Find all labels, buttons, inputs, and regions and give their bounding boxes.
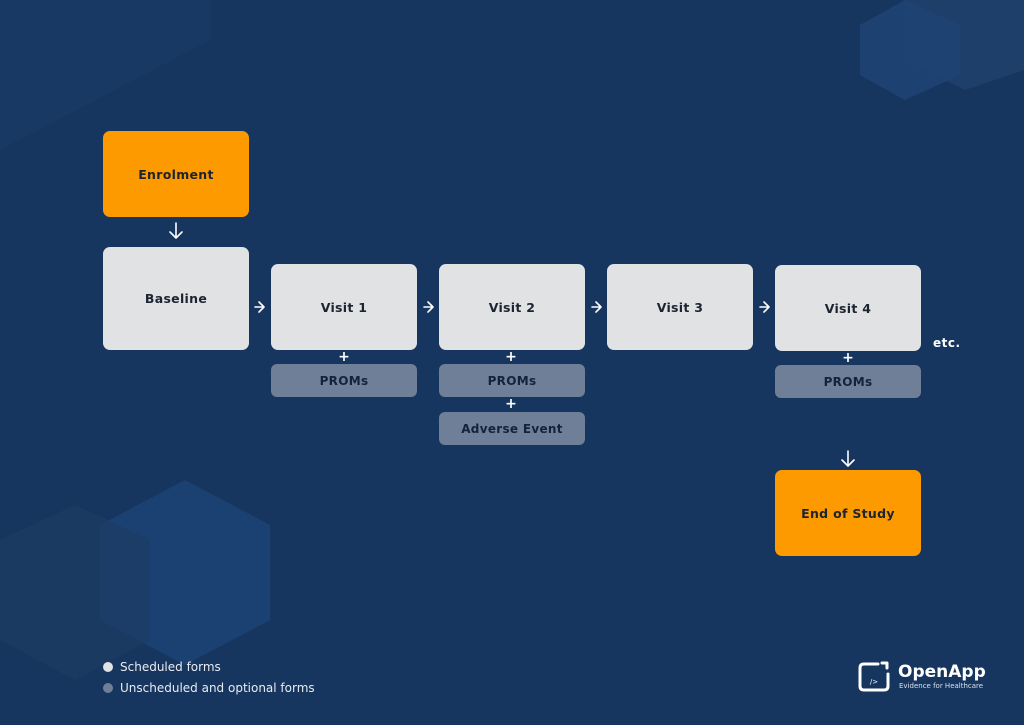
proms-label: PROMs xyxy=(487,373,537,388)
legend-label: Scheduled forms xyxy=(120,659,221,674)
plus-icon: + xyxy=(505,396,517,412)
visit-4-node: Visit 4 xyxy=(775,265,921,351)
plus-icon: + xyxy=(338,349,350,365)
arrow-right-icon xyxy=(759,301,770,313)
legend-item-scheduled: Scheduled forms xyxy=(103,656,315,677)
end-of-study-label: End of Study xyxy=(801,505,895,521)
proms-label: PROMs xyxy=(319,373,369,388)
arrow-down-icon xyxy=(169,222,183,239)
legend-item-optional: Unscheduled and optional forms xyxy=(103,677,315,698)
baseline-node: Baseline xyxy=(103,247,249,350)
adverse-event-label: Adverse Event xyxy=(461,421,563,436)
brand-name: OpenApp xyxy=(898,662,986,682)
visit-4-label: Visit 4 xyxy=(824,300,872,316)
enrolment-label: Enrolment xyxy=(138,166,214,182)
visit-2-proms: PROMs xyxy=(439,364,585,397)
visit-4-proms: PROMs xyxy=(775,365,921,398)
arrow-right-icon xyxy=(254,301,265,313)
visit-2-adverse-event: Adverse Event xyxy=(439,412,585,445)
etc-label: etc. xyxy=(933,336,961,350)
visit-1-proms: PROMs xyxy=(271,364,417,397)
legend-dot-icon xyxy=(103,661,113,672)
arrow-right-icon xyxy=(591,301,602,313)
brand-tagline: Evidence for Healthcare xyxy=(899,682,984,690)
plus-icon: + xyxy=(505,349,517,365)
visit-3-label: Visit 3 xyxy=(656,299,704,315)
visit-3-node: Visit 3 xyxy=(607,264,753,350)
visit-1-label: Visit 1 xyxy=(320,299,368,315)
legend: Scheduled forms Unscheduled and optional… xyxy=(103,656,315,698)
openapp-logo-icon: /> xyxy=(858,661,890,692)
legend-dot-icon xyxy=(103,682,113,693)
visit-1-node: Visit 1 xyxy=(271,264,417,350)
openapp-logo: /> OpenApp Evidence for Healthcare xyxy=(858,660,986,694)
arrow-right-icon xyxy=(423,301,434,313)
proms-label: PROMs xyxy=(823,374,873,389)
logo-glyph: /> xyxy=(870,678,878,686)
visit-2-label: Visit 2 xyxy=(488,299,536,315)
legend-label: Unscheduled and optional forms xyxy=(120,680,315,695)
end-of-study-node: End of Study xyxy=(775,470,921,556)
enrolment-node: Enrolment xyxy=(103,131,249,217)
arrow-down-icon xyxy=(841,450,855,467)
baseline-label: Baseline xyxy=(144,291,208,306)
plus-icon: + xyxy=(842,350,854,366)
visit-2-node: Visit 2 xyxy=(439,264,585,350)
